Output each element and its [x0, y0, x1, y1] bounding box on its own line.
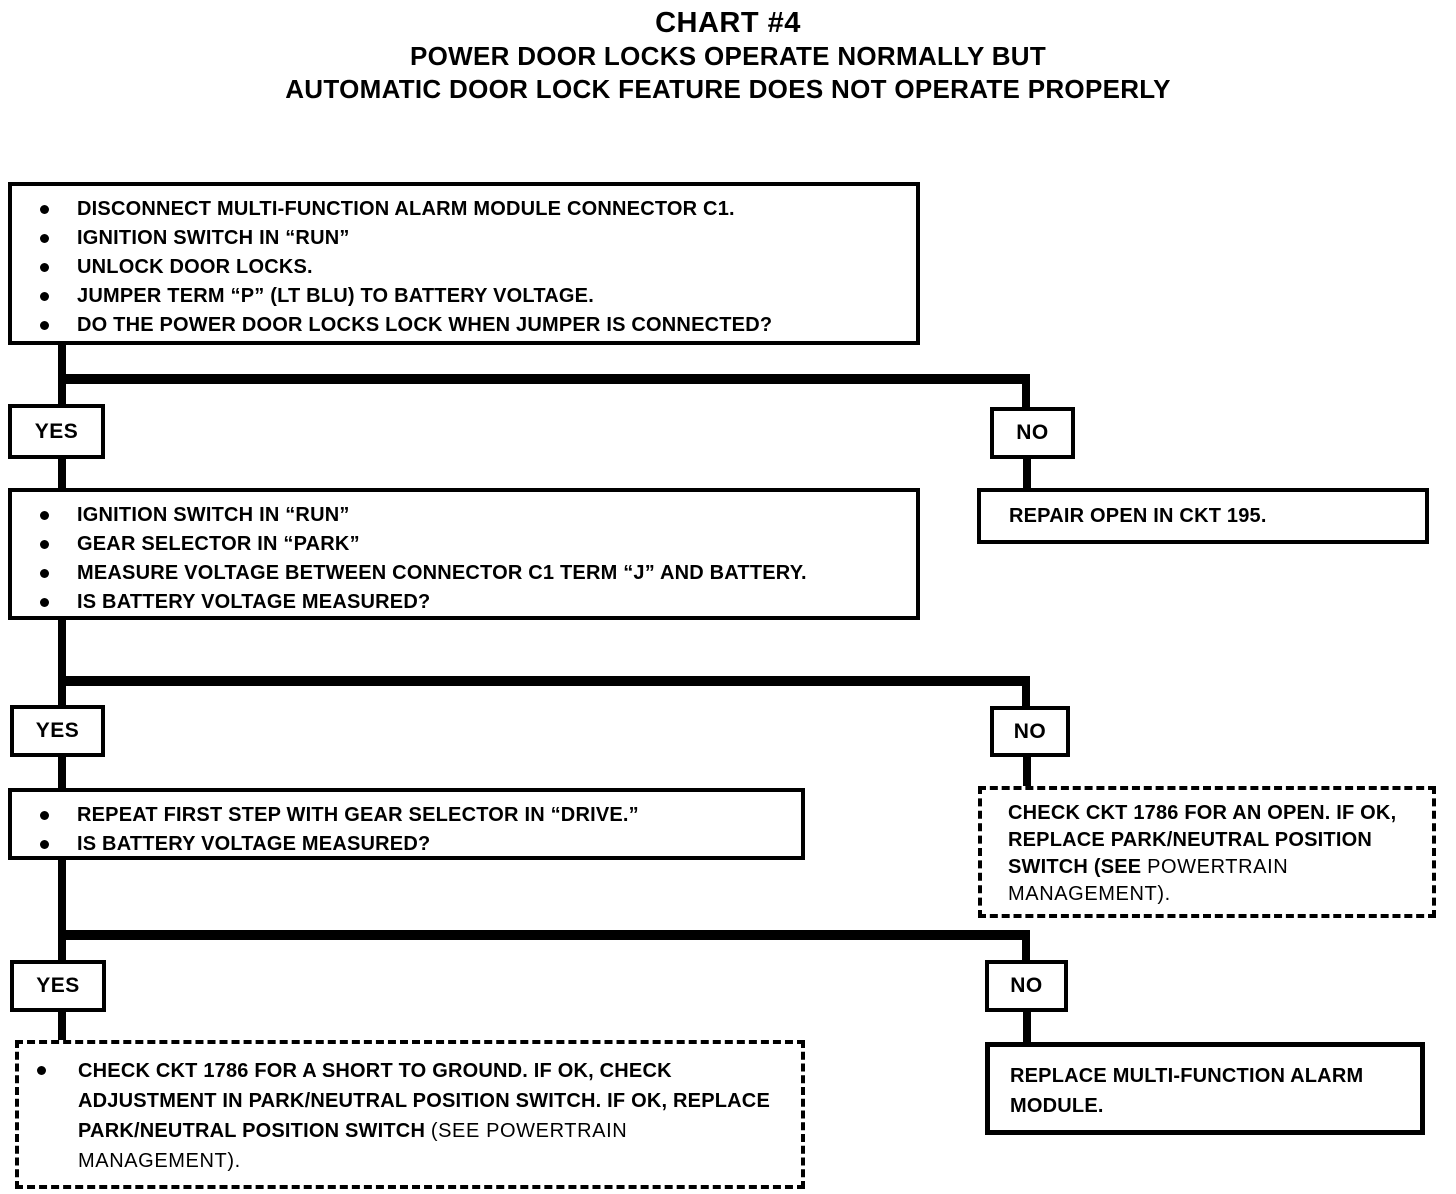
connector-line [58, 686, 66, 705]
connector-line [1023, 1012, 1031, 1042]
chart-subtitle-line2: AUTOMATIC DOOR LOCK FEATURE DOES NOT OPE… [285, 74, 1171, 104]
connector-line [58, 1012, 66, 1042]
step3-bullet-2: IS BATTERY VOLTAGE MEASURED? [30, 834, 783, 855]
connector-line [58, 384, 66, 405]
chart-subtitle-line1: POWER DOOR LOCKS OPERATE NORMALLY BUT [409, 41, 1047, 71]
yes-label-1: YES [8, 404, 105, 459]
replace-module-box: REPLACE MULTI-FUNCTION ALARM MODULE. [985, 1042, 1425, 1135]
connector-line [1022, 384, 1030, 408]
chart-title-block: CHART #4 POWER DOOR LOCKS OPERATE NORMAL… [0, 6, 1456, 106]
connector-line [58, 940, 66, 960]
connector-line [58, 459, 66, 488]
bullet-icon [37, 1066, 46, 1075]
check-ckt1786-short-box: CHECK CKT 1786 FOR A SHORT TO GROUND. IF… [15, 1040, 805, 1189]
bullet-icon [40, 811, 49, 820]
bullet-icon [40, 840, 49, 849]
bullet-icon [40, 511, 49, 520]
connector-line [58, 930, 1030, 940]
check-short-text-bold: CHECK CKT 1786 FOR A SHORT TO GROUND. IF… [78, 1060, 770, 1142]
no-label-3: NO [985, 960, 1068, 1012]
bullet-icon [40, 263, 49, 272]
connector-line [1023, 757, 1031, 786]
check-open-text-regular: POWERTRAIN MANAGEMENT). [1008, 856, 1289, 905]
bullet-icon [40, 205, 49, 214]
step2-box: IGNITION SWITCH IN “RUN” GEAR SELECTOR I… [8, 488, 920, 620]
connector-line [58, 345, 66, 378]
connector-line [58, 860, 66, 936]
check-short-text-regular: (SEE POWERTRAIN MANAGEMENT). [78, 1120, 628, 1172]
connector-line [1022, 940, 1030, 960]
step3-bullet-1: REPEAT FIRST STEP WITH GEAR SELECTOR IN … [30, 805, 783, 826]
step3-box: REPEAT FIRST STEP WITH GEAR SELECTOR IN … [8, 788, 805, 860]
bullet-icon [40, 569, 49, 578]
check-ckt1786-open-box: CHECK CKT 1786 FOR AN OPEN. IF OK, REPLA… [978, 786, 1436, 918]
yes-label-2: YES [10, 705, 105, 757]
bullet-icon [40, 292, 49, 301]
connector-line [58, 676, 1030, 686]
step2-bullet-2: GEAR SELECTOR IN “PARK” [30, 534, 898, 555]
step1-bullet-4: JUMPER TERM “P” (LT BLU) TO BATTERY VOLT… [30, 286, 898, 307]
step1-bullet-2: IGNITION SWITCH IN “RUN” [30, 228, 898, 249]
connector-line [58, 757, 66, 788]
step1-box: DISCONNECT MULTI-FUNCTION ALARM MODULE C… [8, 182, 920, 345]
step2-bullet-3: MEASURE VOLTAGE BETWEEN CONNECTOR C1 TER… [30, 563, 898, 584]
step1-bullet-5: DO THE POWER DOOR LOCKS LOCK WHEN JUMPER… [30, 315, 898, 336]
replace-module-text: REPLACE MULTI-FUNCTION ALARM MODULE. [1010, 1065, 1364, 1117]
no-label-2: NO [990, 706, 1070, 757]
bullet-icon [40, 321, 49, 330]
yes-label-3: YES [10, 960, 106, 1012]
connector-line [58, 374, 1030, 384]
step1-bullet-3: UNLOCK DOOR LOCKS. [30, 257, 898, 278]
bullet-icon [40, 234, 49, 243]
connector-line [1022, 686, 1030, 706]
bullet-icon [40, 540, 49, 549]
no-label-1: NO [990, 407, 1075, 459]
connector-line [1023, 459, 1031, 488]
step2-bullet-4: IS BATTERY VOLTAGE MEASURED? [30, 592, 898, 613]
check-open-text-bold: CHECK CKT 1786 FOR AN OPEN. IF OK, REPLA… [1008, 802, 1397, 878]
step2-bullet-1: IGNITION SWITCH IN “RUN” [30, 505, 898, 526]
check-short-bullet: CHECK CKT 1786 FOR A SHORT TO GROUND. IF… [19, 1056, 801, 1176]
repair-open-box: REPAIR OPEN IN CKT 195. [977, 488, 1429, 544]
chart-number: CHART #4 [655, 7, 801, 39]
bullet-icon [40, 598, 49, 607]
step1-bullet-1: DISCONNECT MULTI-FUNCTION ALARM MODULE C… [30, 199, 898, 220]
connector-line [58, 620, 66, 682]
